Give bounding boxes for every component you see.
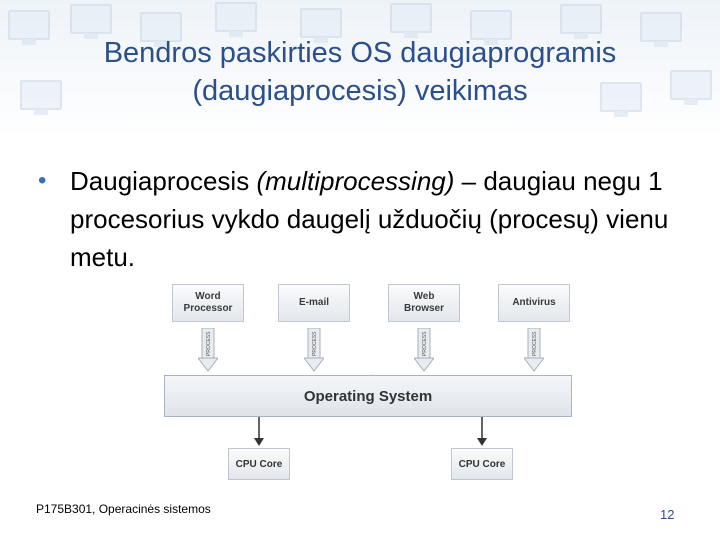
bullet-text: Daugiaprocesis (multiprocessing) – daugi… (70, 162, 698, 276)
cpu-label: CPU Core (459, 459, 506, 470)
os-label: Operating System (304, 388, 432, 405)
app-label-2: Processor (184, 303, 233, 314)
monitor-decoration (390, 3, 432, 33)
app-label-1: E-mail (299, 297, 329, 308)
title-line-2: (daugiaprocesis) veikimas (30, 72, 690, 110)
title-line-1: Bendros paskirties OS daugiaprogramis (30, 34, 690, 72)
app-email: E-mail (278, 284, 350, 322)
page-number: 12 (660, 507, 674, 522)
process-arrow: PROCESS (414, 328, 434, 372)
cpu-core-box: CPU Core (451, 448, 513, 480)
process-label: PROCESS (422, 331, 428, 356)
monitor-decoration (70, 4, 112, 34)
process-label: PROCESS (206, 331, 212, 356)
process-arrow: PROCESS (198, 328, 218, 372)
operating-system-bar: Operating System (164, 375, 572, 417)
monitor-decoration (560, 4, 602, 34)
slide-title: Bendros paskirties OS daugiaprogramis (d… (30, 34, 690, 110)
process-arrow: PROCESS (304, 328, 324, 372)
bullet-term-en: (multiprocessing) (256, 166, 454, 196)
bullet-icon: • (38, 162, 46, 200)
cpu-label: CPU Core (236, 459, 283, 470)
app-label-1: Web (414, 291, 435, 302)
app-label-1: Word (195, 291, 220, 302)
process-label: PROCESS (312, 331, 318, 356)
monitor-decoration (215, 2, 257, 32)
app-antivirus: Antivirus (498, 284, 570, 322)
cpu-core-box: CPU Core (228, 448, 290, 480)
bullet-term: Daugiaprocesis (70, 166, 249, 196)
process-arrow: PROCESS (524, 328, 544, 372)
footer-course: P175B301, Operacinės sistemos (36, 502, 211, 516)
bullet-item: • Daugiaprocesis (multiprocessing) – dau… (38, 162, 698, 276)
process-label: PROCESS (532, 331, 538, 356)
app-label-2: Browser (404, 303, 444, 314)
app-label-1: Antivirus (512, 297, 555, 308)
